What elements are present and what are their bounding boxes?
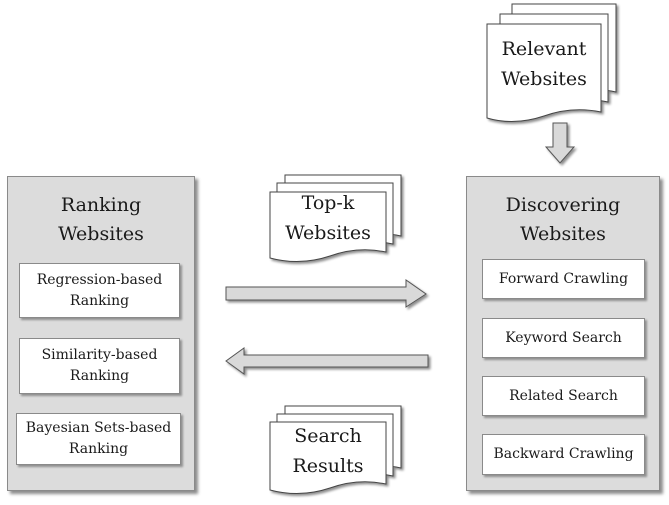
relevant-to-discovering-arrow: [544, 122, 576, 164]
relevant-websites-label: Relevant Websites: [501, 38, 587, 90]
search-results-doc-icon: [269, 405, 402, 494]
discovering-websites-panel: Discovering Websites Forward Crawling Ke…: [466, 176, 660, 491]
topk-websites-label: Top-k Websites: [285, 192, 371, 244]
regression-ranking-box: Regression-based Ranking: [19, 263, 180, 318]
ranking-websites-panel: Ranking Websites Regression-based Rankin…: [7, 176, 195, 491]
discovering-to-ranking-arrow: [225, 347, 429, 375]
ranking-to-discovering-arrow: [225, 279, 427, 308]
related-search-box: Related Search: [482, 376, 645, 416]
relevant-websites-doc-icon: [486, 3, 617, 122]
discovering-websites-title: Discovering Websites: [505, 194, 621, 245]
backward-crawling-box: Backward Crawling: [482, 434, 645, 475]
topk-websites-doc-icon: [269, 174, 402, 262]
bayesian-ranking-box: Bayesian Sets-based Ranking: [16, 413, 181, 465]
ranking-websites-title: Ranking Websites: [58, 194, 144, 245]
similarity-ranking-box: Similarity-based Ranking: [19, 338, 180, 394]
forward-crawling-box: Forward Crawling: [482, 259, 645, 299]
search-results-label: Search Results: [292, 425, 364, 477]
keyword-search-box: Keyword Search: [482, 318, 645, 358]
